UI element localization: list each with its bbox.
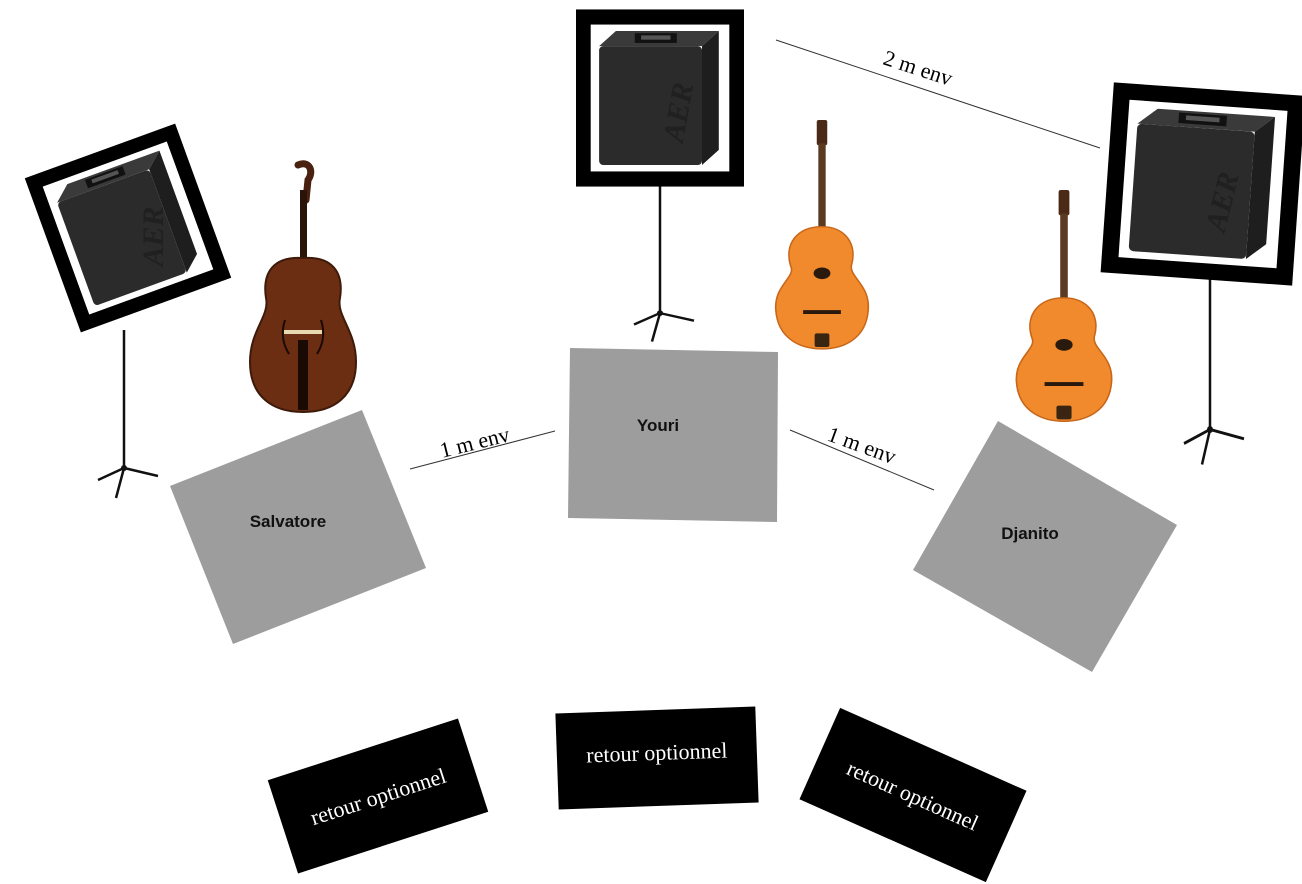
- monitor-label-center: retour optionnel: [586, 738, 728, 768]
- amplifier-icon: AER: [24, 123, 232, 333]
- distance-label-left-center: 1 m env: [437, 421, 512, 462]
- musician-name-right: Djanito: [1001, 524, 1059, 543]
- mic-stand-icon: [1182, 266, 1246, 467]
- musician-area-left: Salvatore: [170, 410, 426, 644]
- amp-brand-label: AER: [137, 207, 170, 269]
- musician-area-right: Djanito: [913, 421, 1177, 672]
- monitor-right: retour optionnel: [799, 707, 1027, 883]
- musician-area-center: Youri: [568, 348, 778, 522]
- mic-stand-icon: [96, 328, 160, 500]
- distance-label-center-right: 1 m env: [824, 421, 899, 469]
- amplifier-icon: AER: [1100, 82, 1302, 286]
- distance-label-amp-amp: 2 m env: [880, 45, 955, 91]
- distance-line-amp-amp: [775, 39, 1101, 149]
- double-bass-icon: [248, 160, 358, 414]
- musician-name-left: Salvatore: [250, 512, 327, 531]
- amplifier-icon: AER: [576, 9, 744, 187]
- monitor-center: retour optionnel: [555, 706, 759, 810]
- distance-line-center-right: [789, 429, 935, 491]
- musician-name-center: Youri: [637, 416, 679, 435]
- mic-stand-icon: [632, 180, 696, 343]
- guitar-icon: [774, 119, 870, 350]
- guitar-icon: [1015, 189, 1113, 423]
- monitor-left: retour optionnel: [267, 718, 489, 874]
- distance-line-left-center: [409, 430, 556, 470]
